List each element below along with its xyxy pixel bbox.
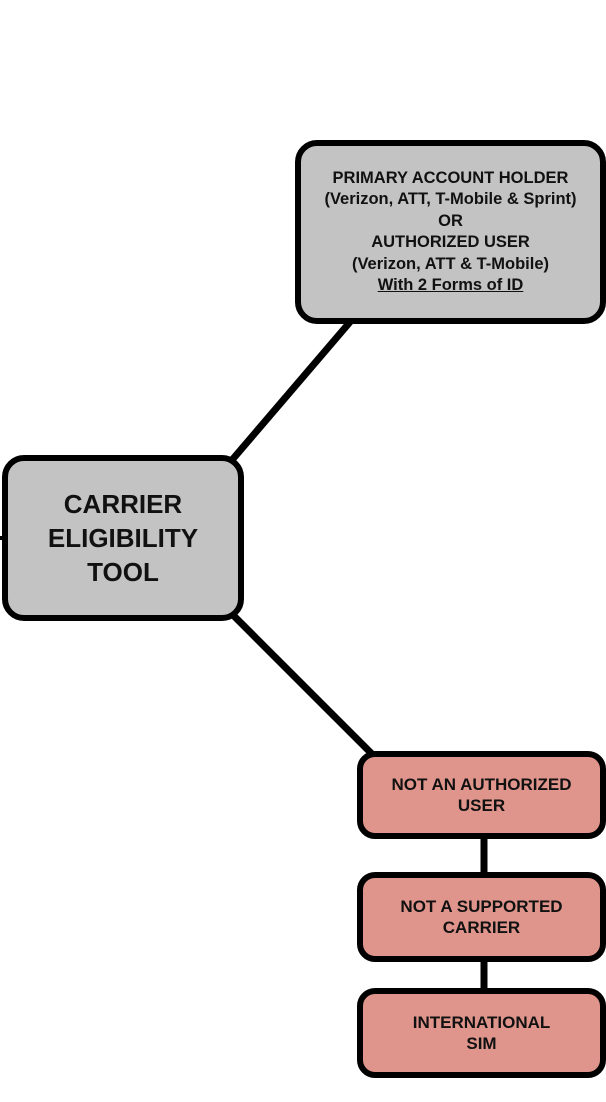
not-authorized-user-node: NOT AN AUTHORIZED USER <box>357 751 606 839</box>
primary-line-4: AUTHORIZED USER <box>371 233 530 251</box>
connector-carrier-to-primary <box>229 319 353 463</box>
primary-line-2: (Verizon, ATT, T-Mobile & Sprint) <box>324 190 577 208</box>
not-auth-line-1: NOT AN AUTHORIZED <box>391 775 572 794</box>
international-sim-node: INTERNATIONAL SIM <box>357 988 606 1078</box>
not-supported-carrier-node: NOT A SUPPORTED CARRIER <box>357 872 606 962</box>
not-supported-line-2: CARRIER <box>442 918 521 937</box>
primary-line-1: PRIMARY ACCOUNT HOLDER <box>332 168 569 187</box>
not-auth-line-2: USER <box>457 796 506 815</box>
international-line-2: SIM <box>466 1034 497 1053</box>
carrier-line-2: ELIGIBILITY <box>47 523 199 553</box>
not-supported-line-1: NOT A SUPPORTED <box>400 897 563 916</box>
international-line-1: INTERNATIONAL <box>412 1013 551 1032</box>
carrier-eligibility-tool-node: CARRIER ELIGIBILITY TOOL <box>2 455 244 621</box>
primary-account-holder-node: PRIMARY ACCOUNT HOLDER (Verizon, ATT, T-… <box>295 140 606 324</box>
connector-carrier-to-not-authorized <box>229 611 375 757</box>
primary-line-3: OR <box>438 211 463 230</box>
primary-line-6: With 2 Forms of ID <box>377 276 524 294</box>
primary-line-5: (Verizon, ATT & T-Mobile) <box>351 254 550 273</box>
carrier-line-1: CARRIER <box>63 489 183 519</box>
carrier-line-3: TOOL <box>87 557 159 587</box>
